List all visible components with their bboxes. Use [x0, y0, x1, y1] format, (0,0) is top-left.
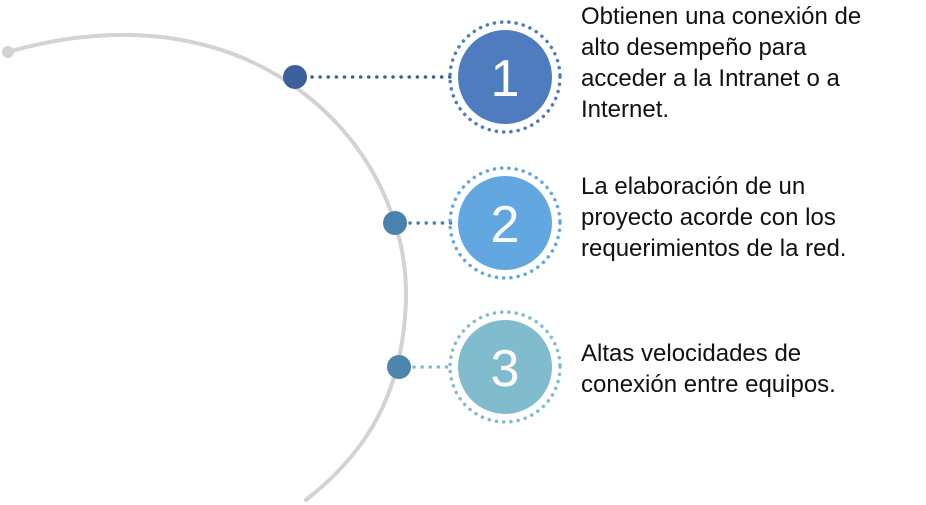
step-3-description: Altas velocidades de conexión entre equi…	[581, 340, 836, 398]
step-1: 1	[283, 20, 562, 134]
timeline-dot-1	[283, 65, 307, 89]
number-badge-1	[458, 30, 552, 124]
step-2: 2	[383, 166, 562, 280]
number-badge-2	[458, 176, 552, 270]
number-label-3: 3	[491, 340, 520, 398]
dotted-ring-3	[448, 310, 562, 424]
number-badge-3	[458, 320, 552, 414]
arc-start-dot	[2, 46, 14, 58]
timeline-arc	[6, 32, 409, 502]
step-1-description: Obtienen una conexión de alto desempeño …	[581, 3, 862, 123]
number-label-1: 1	[491, 50, 520, 108]
timeline-dot-2	[383, 211, 407, 235]
dotted-ring-2	[448, 166, 562, 280]
dotted-ring-1	[448, 20, 562, 134]
number-label-2: 2	[491, 196, 520, 254]
step-3: 3	[387, 310, 562, 424]
step-2-description: La elaboración de un proyecto acorde con…	[581, 173, 847, 262]
timeline-dot-3	[387, 355, 411, 379]
